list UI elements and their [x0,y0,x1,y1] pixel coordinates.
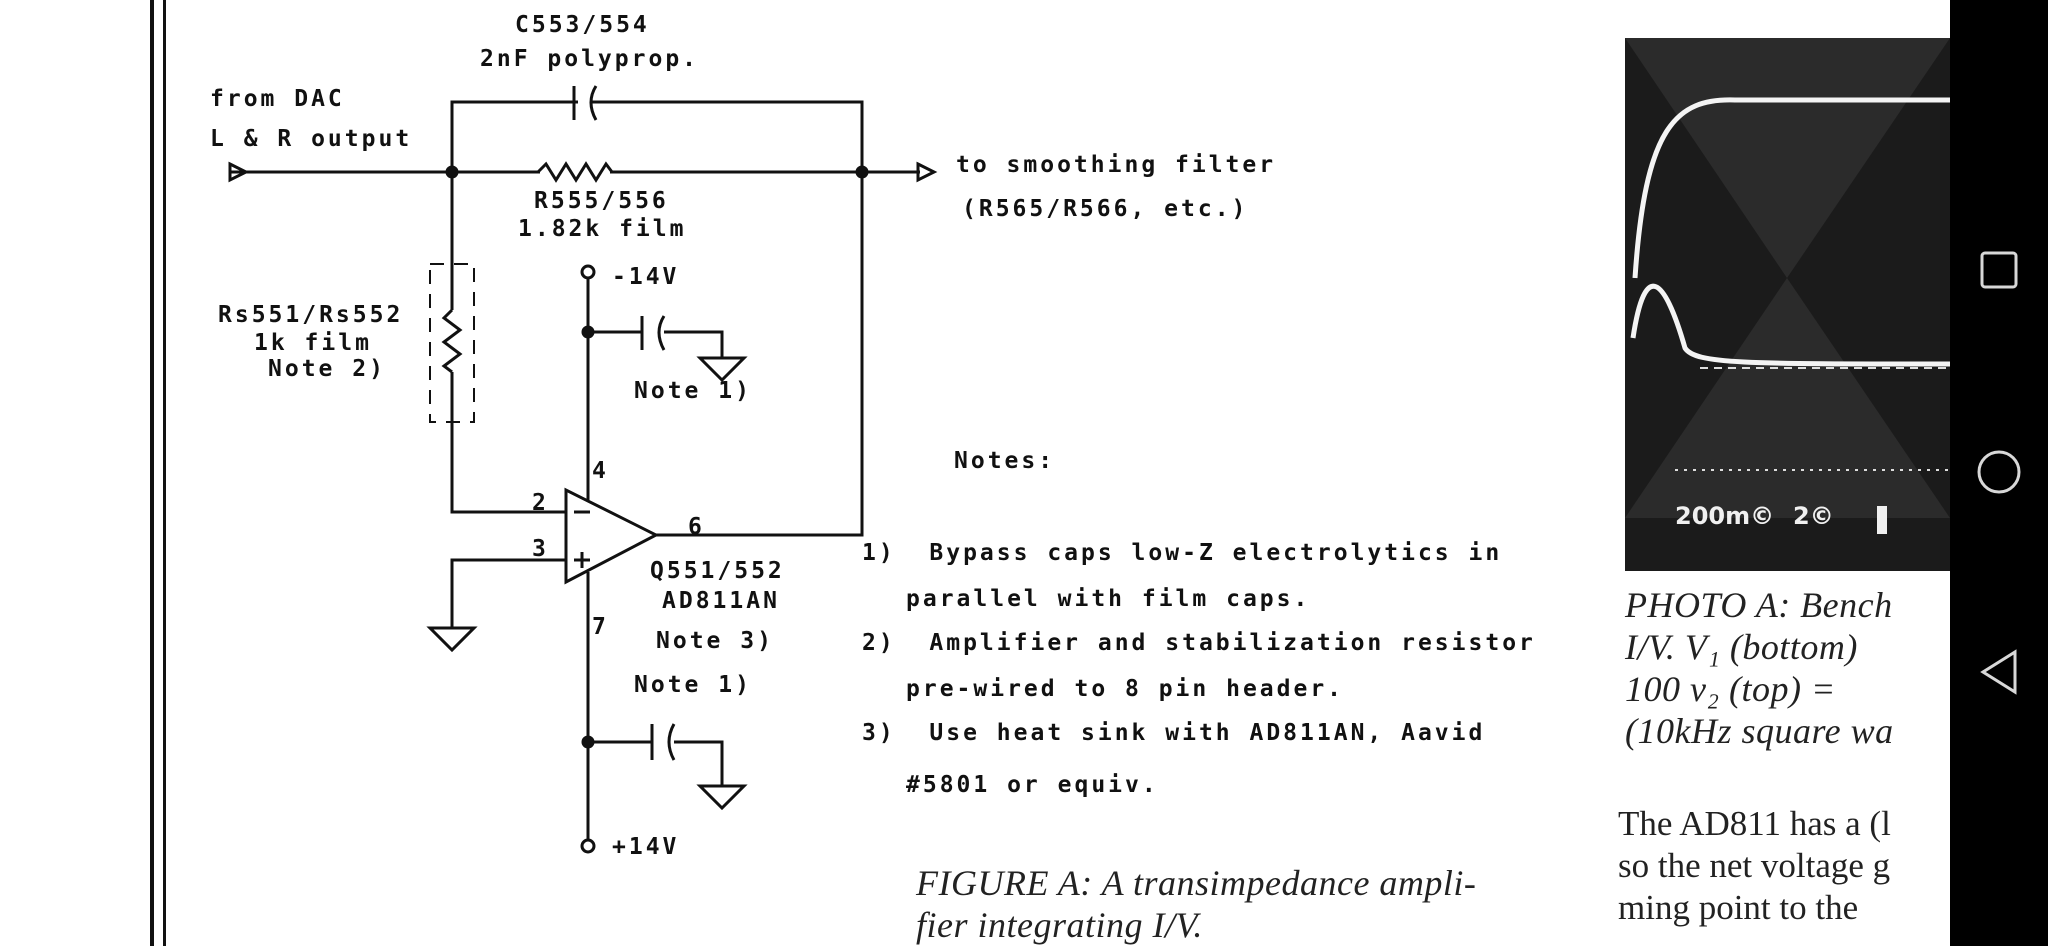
figure-caption-line-2: fier integrating I/V. [916,905,1203,945]
page-border-left [150,0,154,946]
bypass-note-bottom: Note 1) [634,672,752,698]
photo-readout-2: 2© [1793,502,1834,530]
body-text-line-2: so the net voltage g [1618,846,1891,885]
triangle-back-icon [1980,649,2017,695]
note-1-line-2: parallel with film caps. [906,586,1311,612]
opamp-ref-label: Q551/552 [650,558,785,584]
oscilloscope-trace-graphic [1625,38,1950,518]
body-text-line-1: The AD811 has a (l [1618,804,1891,843]
square-icon [1980,251,2018,289]
figure-caption-line-1: FIGURE A: A transimpedance ampli- [916,863,1477,903]
pos-supply-label: +14V [612,834,680,860]
photo-caption-line-2: I/V. V₁ (bottom) [1625,627,1858,667]
notes-heading: Notes: [954,448,1056,474]
input-label-1: from DAC [210,86,345,112]
home-button[interactable] [1950,432,2048,512]
bypass-note-top: Note 1) [634,378,752,404]
navigation-bar [1950,0,2048,946]
back-button[interactable] [1950,632,2048,712]
cap-ref-label: C553/554 [515,12,650,38]
rs-ref-label: Rs551/Rs552 [218,302,404,328]
trigger-marker-icon [1877,506,1887,534]
cap-value-label: 2nF polyprop. [480,46,700,72]
output-label-1: to smoothing filter [956,152,1277,178]
oscilloscope-photo: 200m© 2© [1625,38,1950,571]
photo-readout-1: 200m© [1675,502,1775,530]
rs-note-label: Note 2) [268,356,386,382]
neg-supply-label: -14V [612,264,680,290]
pin-7-label: 7 [592,614,609,640]
rs-value-label: 1k film [254,330,372,356]
document-page: C553/554 2nF polyprop. from DAC L & R ou… [150,0,1950,946]
opamp-part-label: AD811AN [662,588,780,614]
note-2-line-2: pre-wired to 8 pin header. [906,676,1345,702]
schematic-diagram [228,85,938,854]
pin-3-label: 3 [532,536,549,562]
output-arrow-icon [916,161,938,183]
input-label-2: L & R output [210,126,413,152]
note-1-line-1: 1) Bypass caps low-Z electrolytics in [862,540,1503,566]
output-label-2: (R565/R566, etc.) [962,196,1249,222]
body-text-line-3: ming point to the [1618,888,1867,927]
res-value-label: 1.82k film [518,216,687,242]
pin-2-label: 2 [532,490,549,516]
photo-caption-line-3: 100 v₂ (top) = [1625,669,1846,709]
note-2-line-1: 2) Amplifier and stabilization resistor [862,630,1536,656]
recents-button[interactable] [1950,230,2048,310]
note-3-line-2: #5801 or equiv. [906,772,1159,798]
opamp-note-label: Note 3) [656,628,774,654]
photo-caption-line-1: PHOTO A: Bench [1625,585,1893,625]
note-3-line-1: 3) Use heat sink with AD811AN, Aavid [862,720,1486,746]
circle-icon [1977,450,2021,494]
res-ref-label: R555/556 [534,188,669,214]
input-arrow-icon [228,161,250,183]
photo-caption-line-4: (10kHz square wa [1625,711,1894,751]
pin-4-label: 4 [592,458,609,484]
page-border-inner [163,0,166,946]
pin-6-label: 6 [688,514,705,540]
